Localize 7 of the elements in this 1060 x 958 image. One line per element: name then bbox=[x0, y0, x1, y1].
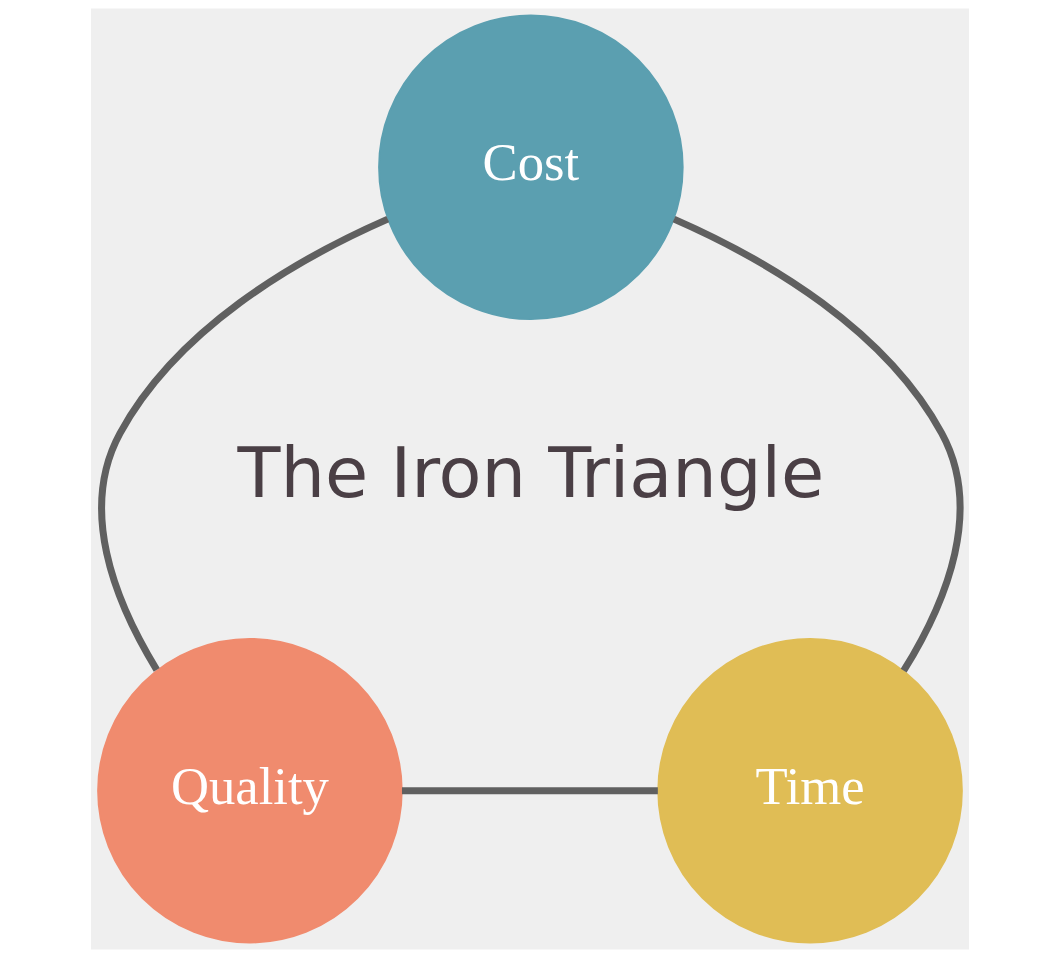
node-circle: Cost bbox=[378, 14, 684, 321]
connector bbox=[98, 215, 390, 672]
connector bbox=[672, 215, 964, 673]
node-circle: Time bbox=[657, 637, 963, 944]
connector bbox=[402, 787, 658, 795]
label: The Iron Triangle bbox=[237, 431, 825, 514]
node-circle: Quality bbox=[97, 637, 403, 944]
